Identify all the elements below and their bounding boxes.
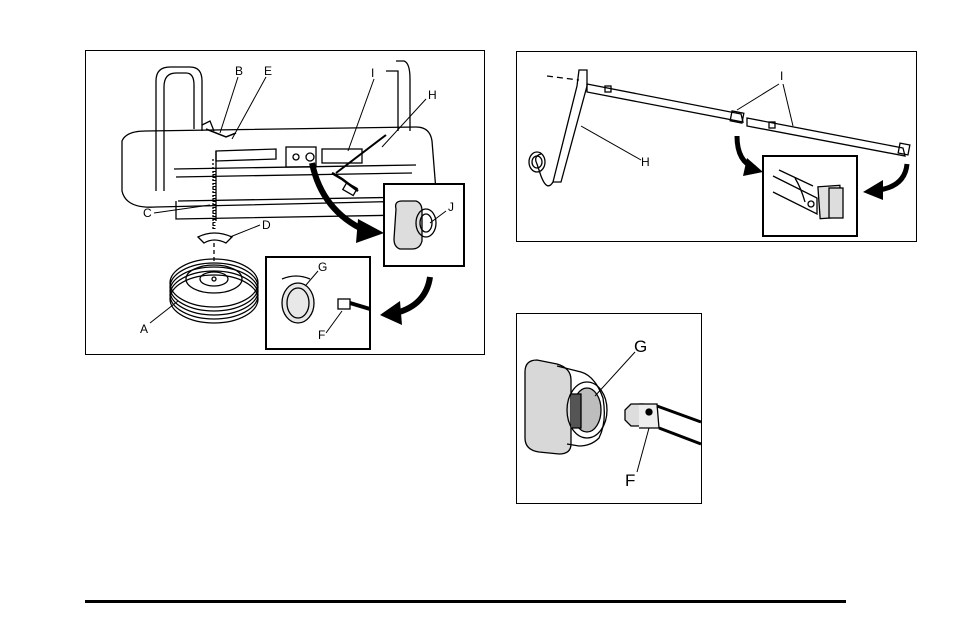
label-i: I [371, 66, 374, 80]
jack-handle-illustration: I H [517, 52, 918, 243]
label-b: B [235, 64, 243, 78]
spare-tire [170, 259, 258, 307]
drive-shaft-closeup-figure: G F [516, 313, 702, 504]
spare-tire-figure: B E I H C D A J G F [85, 50, 485, 355]
label-e: E [264, 64, 272, 78]
label-g: G [634, 337, 647, 356]
label-h: H [428, 88, 437, 102]
label-a: A [140, 322, 148, 336]
taillight-outline [156, 67, 202, 191]
label-f: F [318, 328, 325, 342]
label-f: F [625, 471, 635, 490]
label-h: H [641, 155, 650, 169]
label-c: C [143, 206, 152, 220]
jack-handle-figure: I H [516, 51, 917, 242]
closeup-illustration: G F [517, 314, 703, 505]
label-g: G [318, 260, 327, 274]
arrow-right-to-inset [879, 164, 907, 190]
label-j: J [448, 200, 454, 214]
label-d: D [262, 218, 271, 232]
tire-retainer [198, 233, 232, 243]
arrow-to-inset-gf [396, 277, 430, 313]
hoist-shaft-cap [525, 360, 571, 454]
page-footer-rule [85, 600, 846, 603]
label-i: I [780, 69, 783, 83]
spare-tire-illustration: B E I H C D A J G F [86, 51, 486, 356]
jack-handle [336, 135, 386, 173]
extension-rod-2 [747, 118, 905, 156]
